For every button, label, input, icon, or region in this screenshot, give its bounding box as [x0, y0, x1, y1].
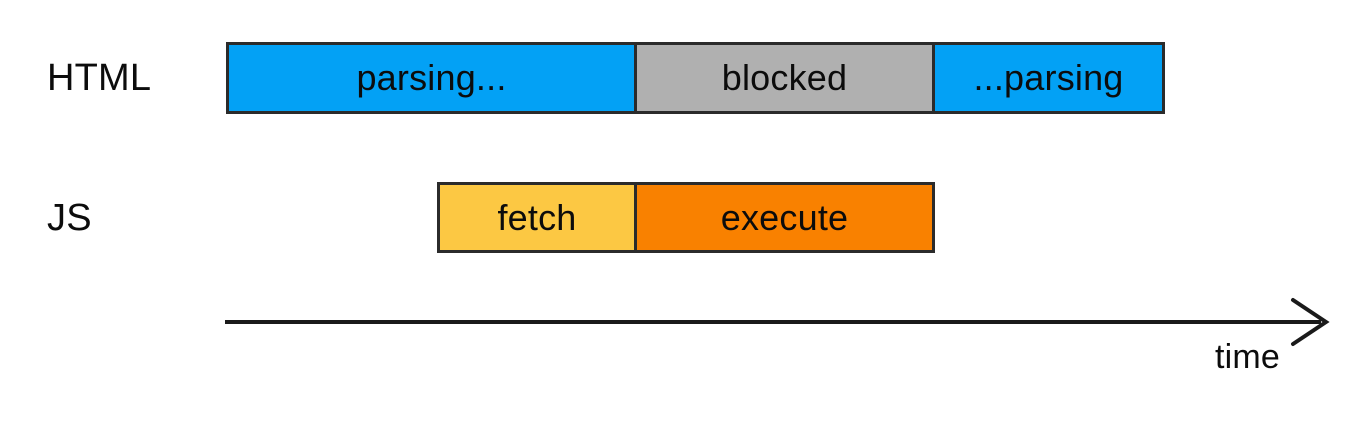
row-label-html: HTML — [47, 57, 152, 99]
timeline-bar-html: parsing... blocked ...parsing — [226, 42, 1168, 114]
arrow-right-icon — [1291, 298, 1330, 346]
segment-label: ...parsing — [973, 57, 1124, 98]
segment-label: execute — [720, 196, 849, 238]
axis-label-time: time — [1215, 338, 1281, 376]
segment-label: fetch — [497, 196, 577, 238]
segment-js-fetch: fetch — [437, 182, 637, 253]
segment-html-parsing-after: ...parsing — [932, 42, 1165, 114]
segment-label: blocked — [721, 57, 848, 98]
segment-label: parsing... — [356, 57, 507, 98]
segment-html-blocked: blocked — [634, 42, 935, 114]
time-axis-arrow — [225, 298, 1330, 346]
timeline-bar-js: fetch execute — [437, 182, 938, 253]
segment-js-execute: execute — [634, 182, 935, 253]
segment-html-parsing-before: parsing... — [226, 42, 637, 114]
row-label-js: JS — [47, 197, 92, 239]
